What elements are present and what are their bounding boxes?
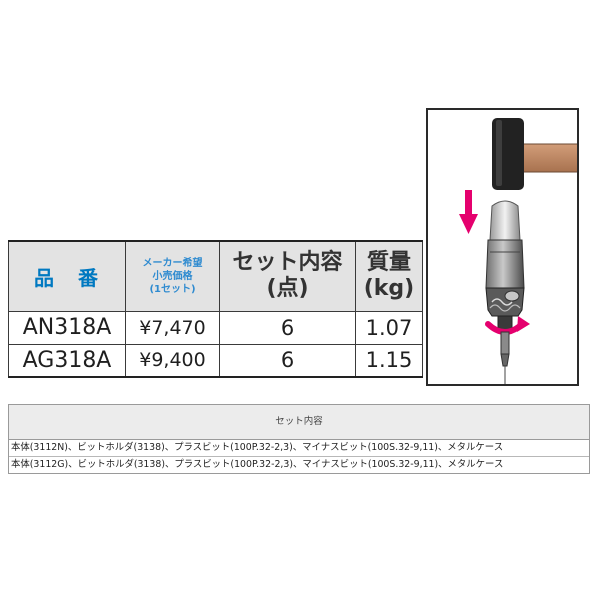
- header-model-label: 品 番: [34, 265, 100, 290]
- header-price: メーカー希望 小売価格 (1セット): [125, 240, 220, 312]
- header-weight-line-1: 質量: [366, 250, 411, 276]
- header-weight-line-2: (kg): [363, 276, 415, 302]
- header-weight: 質量 (kg): [355, 240, 423, 312]
- driver-body: [485, 239, 525, 289]
- down-arrow-icon: [459, 190, 478, 234]
- set-contents-row: 本体(3112N)、ビットホルダ(3138)、プラスビット(100P.32-2,…: [11, 442, 504, 453]
- cell-price: ¥7,470: [125, 310, 220, 345]
- cell-model: AG318A: [8, 343, 126, 378]
- cell-set-qty: 6: [219, 310, 356, 345]
- cell-set-qty: 6: [219, 343, 356, 378]
- header-set-contents-line-1: セット内容: [232, 250, 343, 276]
- cell-weight: 1.15: [355, 343, 423, 378]
- spec-table: 品 番 メーカー希望 小売価格 (1セット) セット内容 (点) 質量 (kg): [8, 240, 423, 378]
- table-row: AG318A ¥9,400 6 1.15: [8, 343, 423, 378]
- driver-bit: [500, 331, 510, 355]
- header-set-contents-line-2: (点): [266, 276, 309, 302]
- driver-cap: [489, 200, 521, 241]
- set-contents-table: セット内容 本体(3112N)、ビットホルダ(3138)、プラスビット(100P…: [8, 404, 590, 474]
- spec-table-header-row: 品 番 メーカー希望 小売価格 (1セット) セット内容 (点) 質量 (kg): [8, 240, 423, 312]
- header-set-contents: セット内容 (点): [219, 240, 356, 312]
- impact-driver-hammer-illustration-icon: [459, 118, 577, 384]
- header-price-line-1: メーカー希望: [142, 257, 203, 269]
- cell-price: ¥9,400: [125, 343, 220, 378]
- header-price-line-3: (1セット): [149, 283, 196, 295]
- set-contents-header: セット内容: [9, 405, 589, 440]
- impact-driver-illustration: [426, 108, 579, 386]
- cell-model: AN318A: [8, 310, 126, 345]
- header-price-line-2: 小売価格: [152, 270, 193, 282]
- table-row: AN318A ¥7,470 6 1.07: [8, 310, 423, 345]
- header-model: 品 番: [8, 240, 126, 312]
- cell-weight: 1.07: [355, 310, 423, 345]
- set-contents-row: 本体(3112G)、ビットホルダ(3138)、プラスビット(100P.32-2,…: [9, 456, 589, 473]
